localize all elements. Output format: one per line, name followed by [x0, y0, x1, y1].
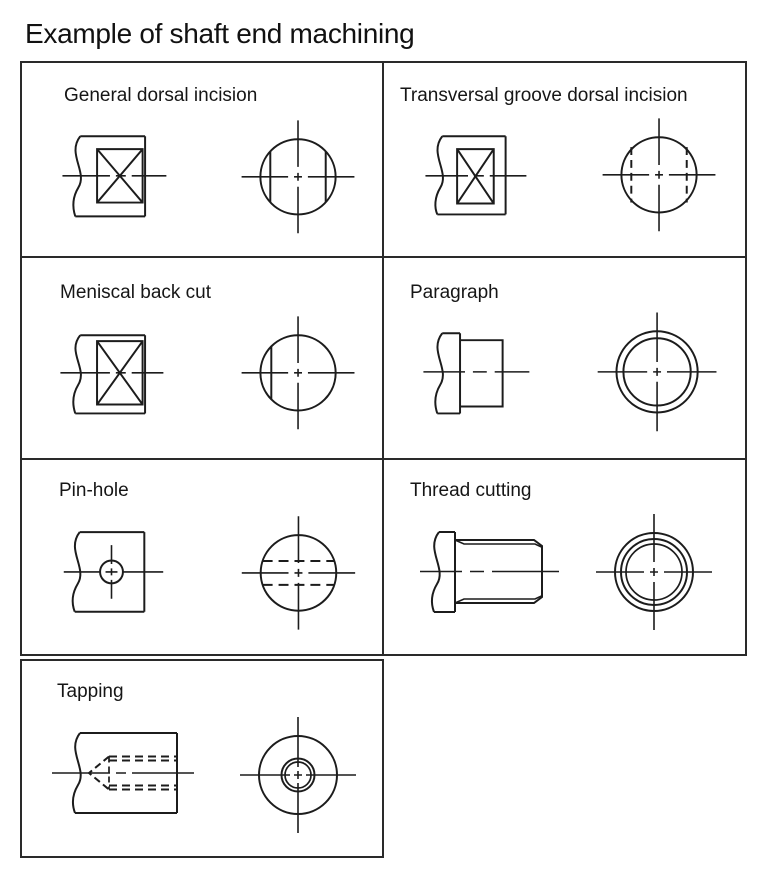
general-dorsal-incision-diagram: [62, 120, 355, 234]
end-view: [241, 316, 355, 430]
cell-label: Thread cutting: [410, 480, 532, 501]
cell-pin-hole: Pin-hole: [22, 460, 384, 654]
end-view: [602, 118, 716, 232]
end-view: [240, 717, 356, 833]
side-view: [60, 334, 164, 415]
end-view: [596, 514, 712, 630]
side-view: [425, 135, 527, 216]
meniscal-back-cut-diagram: [60, 316, 355, 430]
cell-label: Transversal groove dorsal incision: [400, 85, 688, 106]
cell-tapping: Tapping: [20, 659, 384, 858]
side-view: [420, 531, 559, 613]
cell-meniscal-back-cut: Meniscal back cut: [22, 258, 384, 460]
transversal-groove-dorsal-incision-diagram: [425, 118, 716, 232]
paragraph-diagram: [423, 312, 717, 432]
cell-label: Tapping: [57, 681, 124, 702]
cell-transversal-groove-dorsal-incision: Transversal groove dorsal incision: [384, 63, 745, 258]
pin-hole-diagram: [63, 516, 356, 630]
end-view: [241, 120, 355, 234]
cell-label: Pin-hole: [59, 480, 129, 501]
tapping-diagram: [52, 717, 356, 833]
thread-cutting-diagram: [420, 514, 712, 630]
page-title: Example of shaft end machining: [25, 18, 415, 49]
side-view: [62, 135, 167, 218]
cell-paragraph: Paragraph: [384, 258, 745, 460]
cell-thread-cutting: Thread cutting: [384, 460, 745, 654]
side-view: [423, 332, 530, 415]
side-view: [52, 732, 194, 814]
cell-label: Meniscal back cut: [60, 282, 212, 303]
side-view: [63, 531, 164, 613]
cell-general-dorsal-incision: General dorsal incision: [22, 63, 384, 258]
end-view: [241, 516, 356, 630]
cell-label: General dorsal incision: [64, 85, 258, 106]
machining-table: General dorsal incision Transversal groo: [20, 61, 747, 656]
cell-label: Paragraph: [410, 282, 499, 303]
end-view: [597, 312, 717, 432]
